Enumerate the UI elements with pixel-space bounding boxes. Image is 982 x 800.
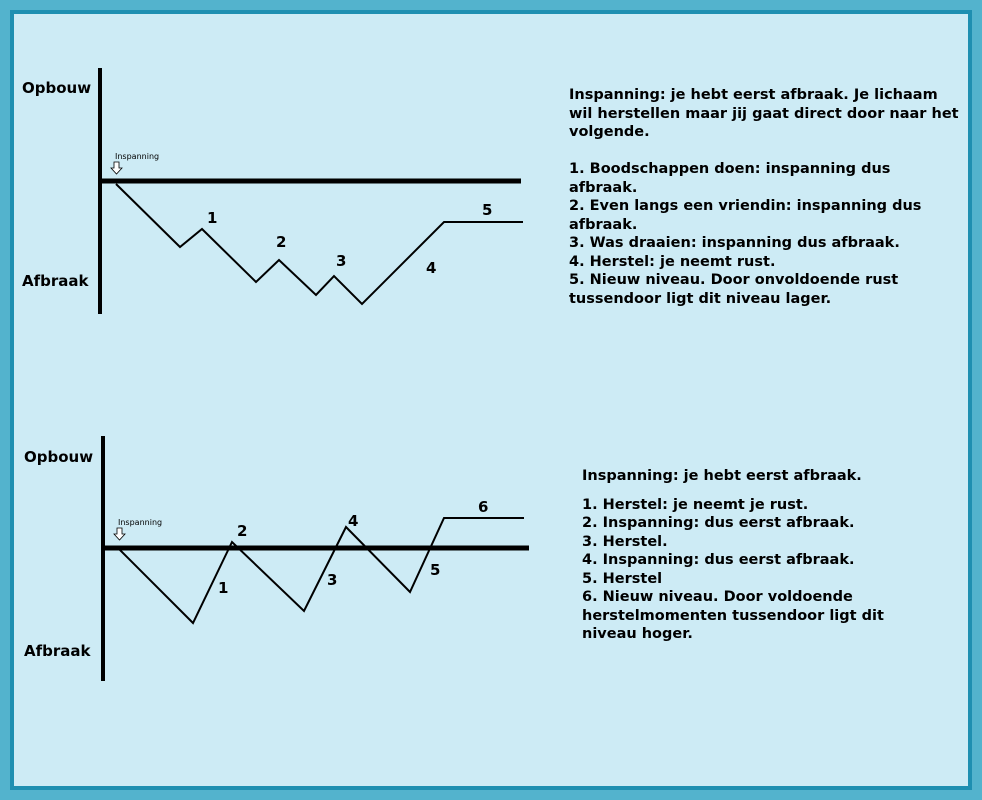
panel-1-steps-list: 1. Boodschappen doen: inspanning dus afb… bbox=[569, 160, 959, 308]
panel-2-step-4: 4. Inspanning: dus eerst afbraak. bbox=[582, 552, 855, 568]
panel-1-spacer bbox=[569, 142, 959, 161]
panel-1-axis-top-label: Opbouw bbox=[22, 79, 91, 97]
panel-1-description: Inspanning: je hebt eerst afbraak. Je li… bbox=[569, 86, 959, 308]
panel-2-point-label-6: 6 bbox=[478, 498, 488, 516]
panel-1-point-label-4: 4 bbox=[426, 259, 436, 277]
panel-1-step-4: 4. Herstel: je neemt rust. bbox=[569, 253, 776, 270]
panel-1-start-label: Inspanning bbox=[115, 152, 159, 161]
panel-2-down-arrow-icon bbox=[113, 527, 126, 541]
panel-2-description: Inspanning: je hebt eerst afbraak. 1. He… bbox=[582, 467, 937, 644]
panel-1-point-label-1: 1 bbox=[207, 209, 217, 227]
panel-2-step-5: 5. Herstel bbox=[582, 570, 663, 587]
panel-2-step-1: 1. Herstel: je neemt je rust. bbox=[582, 496, 809, 513]
panel-1-point-label-3: 3 bbox=[336, 252, 346, 270]
panel-2-intro: Inspanning: je hebt eerst afbraak. bbox=[582, 468, 862, 484]
panel-1-step-2: 2. Even langs een vriendin: inspanning d… bbox=[569, 198, 922, 233]
panel-2-diagram: Opbouw Afbraak Inspanning 1 2 3 4 5 6 bbox=[24, 436, 529, 681]
panel-2-step-6: 6. Nieuw niveau. Door voldoende herstelm… bbox=[582, 589, 884, 642]
panel-1-point-label-2: 2 bbox=[276, 233, 286, 251]
panel-2-axis-top-label: Opbouw bbox=[24, 448, 93, 466]
panel-2-point-label-4: 4 bbox=[348, 512, 358, 530]
panel-2-point-label-5: 5 bbox=[430, 561, 440, 579]
panel-1-energy-line bbox=[115, 183, 523, 306]
panel-1-axis-bottom-label: Afbraak bbox=[22, 272, 90, 290]
panel-1-point-label-5: 5 bbox=[482, 201, 492, 219]
panel-1-intro: Inspanning: je hebt eerst afbraak. Je li… bbox=[569, 87, 959, 140]
panel-2-steps-list: 1. Herstel: je neemt je rust. 2. Inspann… bbox=[582, 496, 937, 644]
panel-2-axis-bottom-label: Afbraak bbox=[24, 642, 92, 660]
panel-1-step-3: 3. Was draaien: inspanning dus afbraak. bbox=[569, 235, 900, 251]
panel-2-point-label-3: 3 bbox=[327, 571, 337, 589]
panel-1-down-arrow-icon bbox=[110, 161, 123, 175]
panel-2-start-label: Inspanning bbox=[118, 518, 162, 527]
panel-2-energy-line bbox=[118, 517, 524, 625]
panel-2-step-3: 3. Herstel. bbox=[582, 533, 668, 550]
panel-2-step-2: 2. Inspanning: dus eerst afbraak. bbox=[582, 515, 855, 531]
panel-2-point-label-2: 2 bbox=[237, 522, 247, 540]
panel-2-point-label-1: 1 bbox=[218, 579, 228, 597]
panel-1-step-5: 5. Nieuw niveau. Door onvoldoende rust t… bbox=[569, 272, 899, 307]
panel-2-spacer bbox=[582, 486, 937, 496]
inner-frame bbox=[10, 10, 972, 790]
panel-1-diagram: Opbouw Afbraak Inspanning 1 2 3 4 5 bbox=[22, 68, 523, 314]
panel-1-step-1: 1. Boodschappen doen: inspanning dus afb… bbox=[569, 161, 891, 196]
